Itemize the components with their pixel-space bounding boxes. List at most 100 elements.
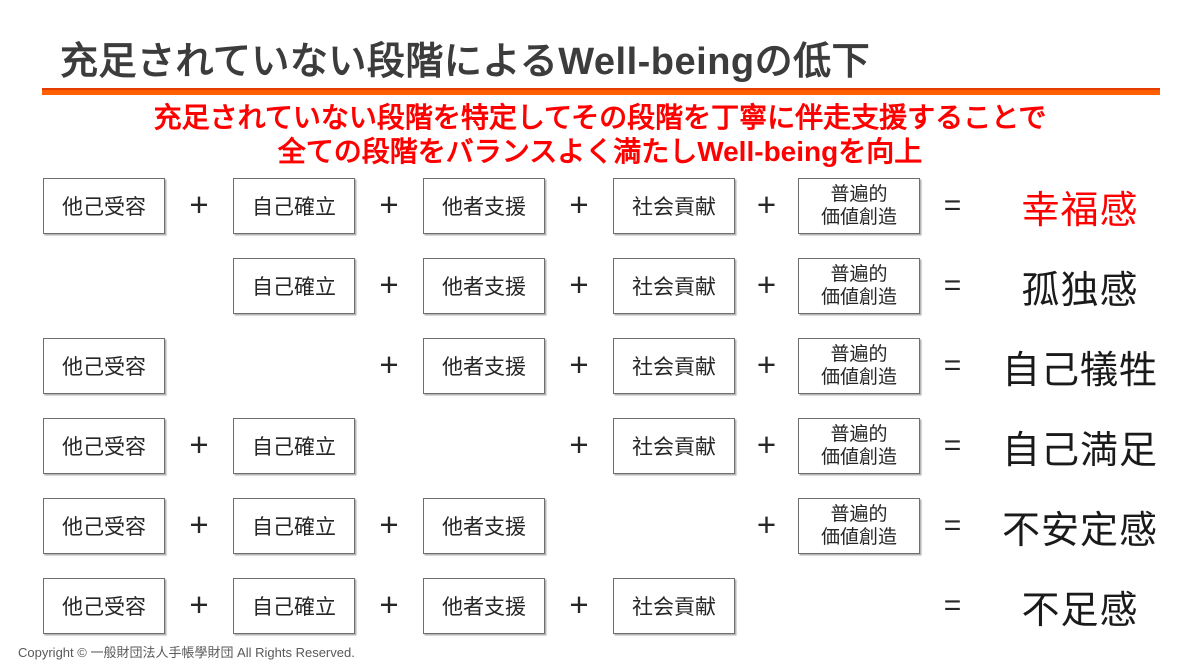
stage-box: 他者支援	[423, 178, 545, 234]
stage-cell: 社会貢献	[613, 578, 735, 634]
stage-cell: 自己確立	[233, 578, 355, 634]
empty-stage-cell	[43, 258, 165, 314]
result-label: 不足感	[1021, 589, 1139, 632]
empty-operator-cell	[735, 578, 798, 634]
stage-box: 他己受容	[43, 178, 165, 234]
stage-box: 他己受容	[43, 578, 165, 634]
empty-stage-cell	[423, 418, 545, 474]
plus-operator: +	[569, 425, 589, 463]
plus-operator: +	[756, 345, 777, 383]
equation-row: 他己受容 + 自己確立 + 他者支援 + 社会貢献 = 不足感	[43, 578, 1175, 634]
result-label: 自己満足	[1001, 429, 1158, 472]
equals-operator: =	[943, 349, 962, 382]
plus-operator: +	[379, 505, 399, 543]
stage-box: 他者支援	[423, 578, 545, 634]
stage-cell: 普遍的 価値創造	[798, 418, 920, 474]
stage-cell: 他者支援	[423, 338, 545, 394]
stage-cell: 他己受容	[43, 498, 165, 554]
stage-cell: 普遍的 価値創造	[798, 498, 920, 554]
plus-operator: +	[569, 345, 589, 383]
stage-cell: 他己受容	[43, 338, 165, 394]
equation-row: 他己受容+自己確立+他者支援+社会貢献+普遍的 価値創造=幸福感	[43, 178, 1175, 234]
stage-cell: 自己確立	[233, 178, 355, 234]
stage-cell: 社会貢献	[613, 178, 735, 234]
plus-operator: +	[189, 505, 209, 543]
plus-operator: +	[569, 185, 589, 223]
equals-operator: =	[943, 589, 962, 622]
stage-cell: 普遍的 価値創造	[798, 338, 920, 394]
plus-operator: +	[379, 185, 399, 223]
plus-operator: +	[756, 185, 777, 223]
stage-cell: 自己確立	[233, 418, 355, 474]
stage-box: 社会貢献	[613, 338, 735, 394]
equals-operator: =	[943, 269, 962, 302]
stage-cell: 他者支援	[423, 578, 545, 634]
plus-operator: +	[569, 265, 589, 303]
stage-box: 他者支援	[423, 258, 545, 314]
subtitle-line-1: 充足されていない段階を特定してその段階を丁寧に伴走支援することで	[153, 102, 1047, 133]
stage-cell: 普遍的 価値創造	[798, 178, 920, 234]
equation-row: 他己受容 + 他者支援 + 社会貢献 + 普遍的 価値創造 = 自己犠牲	[43, 338, 1175, 394]
stage-cell: 他者支援	[423, 498, 545, 554]
empty-stage-cell	[233, 338, 355, 394]
equation-grid: 他己受容+自己確立+他者支援+社会貢献+普遍的 価値創造=幸福感自己確立+他者支…	[43, 178, 1175, 658]
equals-operator: =	[943, 189, 962, 222]
stage-cell: 社会貢献	[613, 258, 735, 314]
plus-operator: +	[569, 585, 589, 623]
plus-operator: +	[756, 265, 777, 303]
result-label: 孤独感	[1021, 269, 1139, 312]
stage-cell: 社会貢献	[613, 338, 735, 394]
stage-box: 社会貢献	[613, 178, 735, 234]
stage-cell: 他者支援	[423, 178, 545, 234]
result-label: 不安定感	[1001, 509, 1158, 552]
subtitle-line-2: 全ての段階をバランスよく満たしWell-beingを向上	[277, 136, 923, 167]
stage-box: 他己受容	[43, 338, 165, 394]
equals-operator: =	[943, 509, 962, 542]
plus-operator: +	[189, 425, 209, 463]
stage-box: 普遍的 価値創造	[798, 178, 920, 234]
stage-cell: 普遍的 価値創造	[798, 258, 920, 314]
stage-box: 社会貢献	[613, 578, 735, 634]
plus-operator: +	[756, 425, 777, 463]
empty-operator-cell	[165, 338, 233, 394]
empty-stage-cell	[798, 578, 920, 634]
title-underline	[42, 88, 1160, 95]
empty-operator-cell	[355, 418, 423, 474]
plus-operator: +	[379, 265, 399, 303]
stage-cell: 社会貢献	[613, 418, 735, 474]
plus-operator: +	[756, 505, 777, 543]
plus-operator: +	[379, 585, 399, 623]
plus-operator: +	[189, 585, 209, 623]
stage-box: 普遍的 価値創造	[798, 338, 920, 394]
plus-operator: +	[379, 345, 399, 383]
stage-box: 他己受容	[43, 498, 165, 554]
stage-box: 社会貢献	[613, 418, 735, 474]
empty-operator-cell	[165, 258, 233, 314]
stage-box: 普遍的 価値創造	[798, 258, 920, 314]
stage-box: 自己確立	[233, 178, 355, 234]
plus-operator: +	[189, 185, 209, 223]
stage-cell: 自己確立	[233, 498, 355, 554]
result-label: 自己犠牲	[1001, 349, 1158, 392]
stage-cell: 他者支援	[423, 258, 545, 314]
subtitle: 充足されていない段階を特定してその段階を丁寧に伴走支援することで 全ての段階をバ…	[0, 101, 1200, 169]
stage-box: 他者支援	[423, 338, 545, 394]
copyright-notice: Copyright © 一般財団法人手帳學財団 All Rights Reser…	[18, 645, 355, 660]
stage-box: 社会貢献	[613, 258, 735, 314]
stage-cell: 他己受容	[43, 178, 165, 234]
equals-operator: =	[943, 429, 962, 462]
stage-box: 普遍的 価値創造	[798, 418, 920, 474]
stage-box: 普遍的 価値創造	[798, 498, 920, 554]
stage-box: 他己受容	[43, 418, 165, 474]
empty-operator-cell	[545, 498, 613, 554]
stage-box: 自己確立	[233, 418, 355, 474]
equation-row: 他己受容 + 自己確立 + 他者支援 + 普遍的 価値創造 = 不安定感	[43, 498, 1175, 554]
stage-box: 自己確立	[233, 498, 355, 554]
equation-row: 他己受容 + 自己確立 + 社会貢献 + 普遍的 価値創造 = 自己満足	[43, 418, 1175, 474]
stage-cell: 他己受容	[43, 578, 165, 634]
equation-row: 自己確立 + 他者支援 + 社会貢献 + 普遍的 価値創造 = 孤独感	[43, 258, 1175, 314]
stage-box: 他者支援	[423, 498, 545, 554]
stage-cell: 自己確立	[233, 258, 355, 314]
empty-stage-cell	[613, 498, 735, 554]
